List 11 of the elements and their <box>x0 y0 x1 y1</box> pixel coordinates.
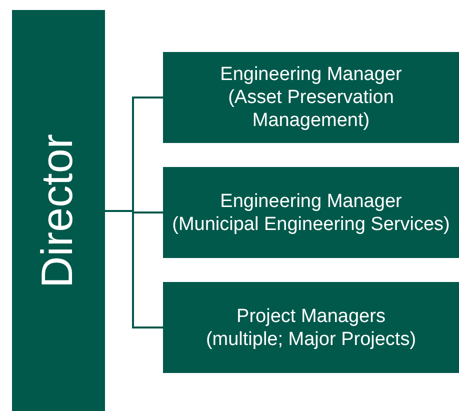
role-detail: (multiple; Major Projects) <box>206 328 416 350</box>
role-detail: (Asset Preservation Management) <box>227 86 395 132</box>
role-box <box>163 52 459 143</box>
role-title: Engineering Manager <box>220 63 402 86</box>
role-title: Director <box>34 133 84 288</box>
role-box <box>163 282 459 373</box>
role-title: Project Managers <box>236 304 386 328</box>
role-title: Engineering Manager <box>220 190 402 212</box>
title-bar <box>12 10 105 411</box>
role-detail: (Municipal Engineering Services) <box>172 212 450 236</box>
role-box <box>163 167 459 258</box>
